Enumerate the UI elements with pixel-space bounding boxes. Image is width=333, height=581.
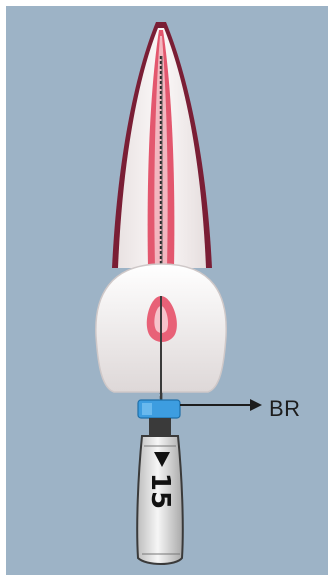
diagram-frame: BR 15 <box>6 6 328 575</box>
arrowhead-icon <box>250 399 262 411</box>
br-label: BR <box>269 396 301 422</box>
file-size-number: 15 <box>145 469 175 513</box>
